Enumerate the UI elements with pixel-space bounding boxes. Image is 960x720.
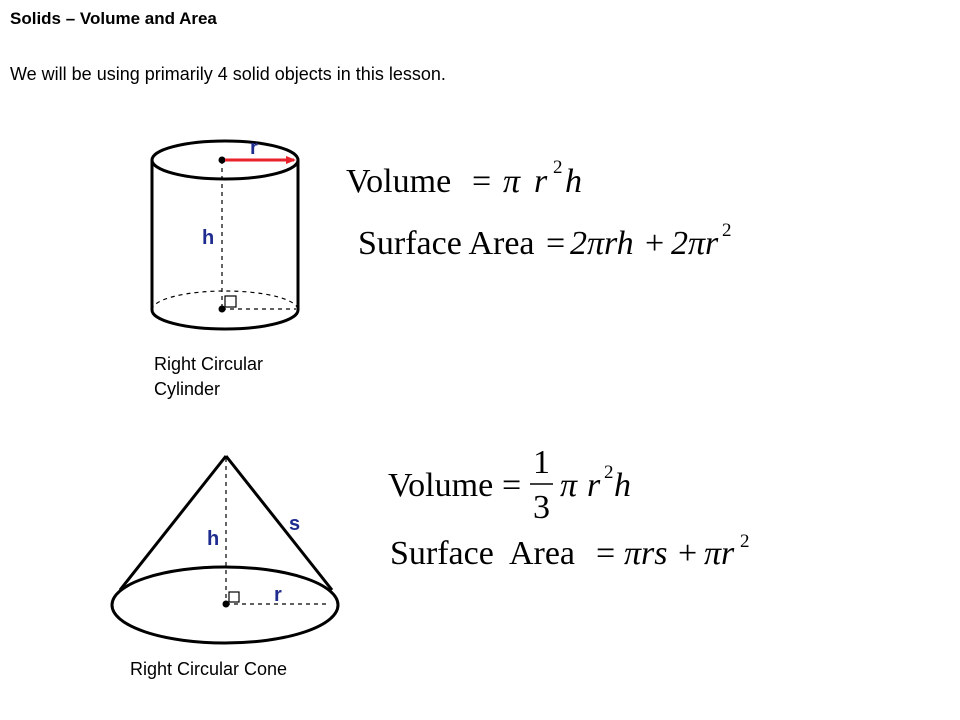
cone-label-r: r: [274, 584, 282, 606]
cylinder-surface-exp: 2: [722, 220, 732, 241]
cone-surface-formula: Surface Area = πrs + πr 2: [390, 531, 750, 572]
cone-volume-lhs: Volume: [388, 467, 493, 504]
cone-volume-formula: Volume = 1 3 π r 2 h: [388, 444, 631, 526]
cylinder-label-r: r: [250, 137, 258, 159]
page-title: Solids – Volume and Area: [10, 9, 217, 28]
cone-label-s: s: [289, 513, 300, 535]
cylinder-volume-r: r: [534, 163, 548, 200]
cylinder-volume-equals: =: [472, 163, 491, 200]
cylinder-volume-h: h: [565, 163, 582, 200]
cone-base-ellipse: [110, 565, 340, 645]
cylinder-surface-lhs: Surface Area: [358, 225, 535, 262]
cylinder-caption: Right Circular Cylinder: [154, 352, 263, 402]
cone-volume-numerator: 1: [533, 444, 550, 481]
cylinder-surface-term2: 2πr: [671, 225, 719, 262]
cone-base-center-dot: [222, 600, 230, 608]
cone-label-h: h: [207, 528, 219, 550]
cone-figure: s h r: [110, 455, 340, 645]
cone-volume-r: r: [587, 467, 601, 504]
cylinder-bottom-back-arc: [151, 290, 299, 311]
cylinder-volume-lhs: Volume: [346, 163, 451, 200]
cylinder-volume-pi: π: [503, 163, 521, 200]
cylinder-bottom-center-dot: [218, 305, 226, 313]
cylinder-volume-exp: 2: [553, 157, 563, 178]
cylinder-right-angle-marker: [224, 295, 237, 308]
cone-left-side: [118, 455, 228, 591]
cylinder-surface-plus: +: [645, 225, 664, 262]
cylinder-bottom-front-arc: [150, 309, 300, 331]
cone-volume-h: h: [614, 467, 631, 504]
cone-surface-plus: +: [678, 535, 697, 572]
cylinder-surface-formula: Surface Area = 2πrh + 2πr 2: [358, 220, 732, 262]
cone-volume-denominator: 3: [533, 489, 550, 526]
cone-surface-term1: πrs: [624, 535, 668, 572]
cone-volume-exp: 2: [604, 462, 614, 483]
cylinder-caption-line1: Right Circular: [154, 354, 264, 374]
cone-caption: Right Circular Cone: [130, 659, 288, 679]
intro-text: We will be using primarily 4 solid objec…: [10, 64, 446, 84]
cone-surface-exp: 2: [740, 531, 750, 552]
cone-volume-equals: =: [502, 467, 521, 504]
cone-volume-pi: π: [560, 467, 578, 504]
cylinder-surface-equals: =: [546, 225, 565, 262]
cone-right-side: [224, 455, 334, 591]
cylinder-caption-line2: Cylinder: [154, 379, 221, 399]
cone-surface-equals: =: [596, 535, 615, 572]
cone-surface-term2: πr: [704, 535, 735, 572]
cylinder-volume-formula: Volume = π r 2 h: [346, 157, 582, 200]
cylinder-label-h: h: [202, 227, 214, 249]
cone-surface-lhs: Surface Area: [390, 535, 575, 572]
cylinder-figure: r h: [150, 137, 300, 331]
cylinder-top-center-dot: [218, 156, 226, 164]
cone-right-angle-marker: [228, 591, 240, 603]
cylinder-surface-term1: 2πrh: [570, 225, 634, 262]
